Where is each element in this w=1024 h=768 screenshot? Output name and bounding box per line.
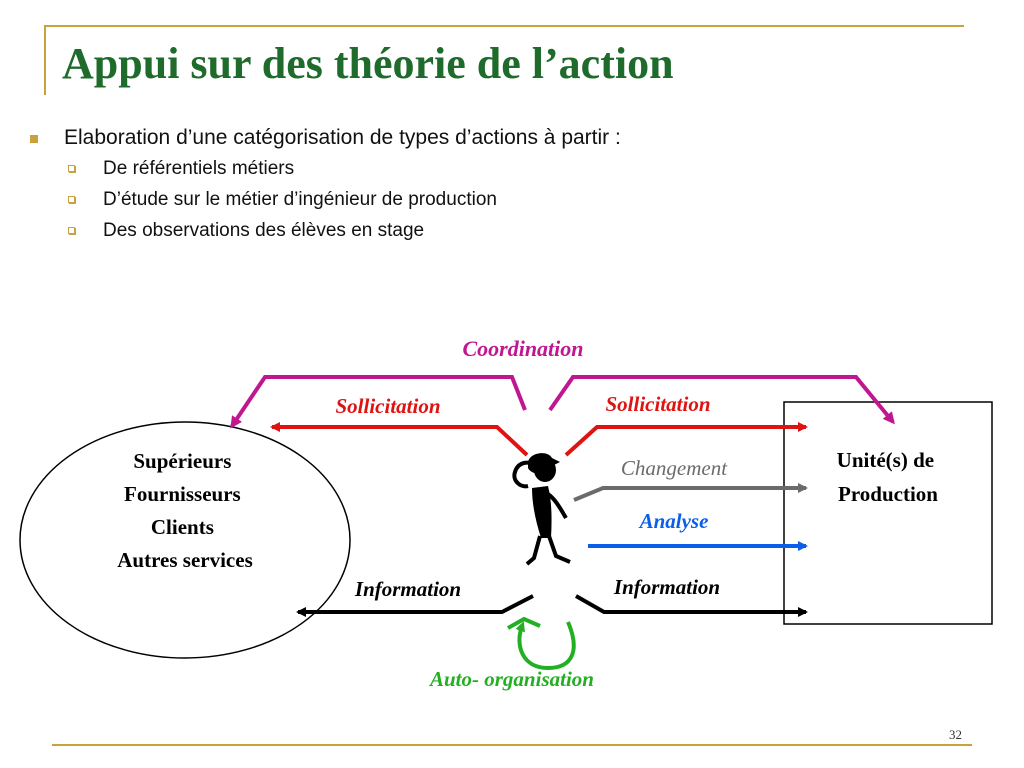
thinking-person-icon bbox=[512, 453, 571, 566]
auto-organisation-loop-arrow bbox=[515, 621, 576, 671]
information-arrow-left bbox=[296, 594, 534, 617]
auto-organisation-label: Auto- organisation bbox=[428, 667, 594, 691]
right-entity-line: Unité(s) de bbox=[837, 448, 934, 472]
hollow-square-bullet-icon bbox=[68, 227, 75, 234]
hollow-square-bullet-icon bbox=[68, 196, 75, 203]
sub-bullet-text: Des observations des élèves en stage bbox=[103, 220, 425, 241]
coordination-arrow-right bbox=[548, 375, 895, 425]
sub-bullet-text: D’étude sur le métier d’ingénieur de pro… bbox=[103, 189, 497, 210]
changement-arrow bbox=[573, 483, 808, 502]
left-entity-line: Fournisseurs bbox=[124, 482, 241, 506]
bullet-main-text: Elaboration d’une catégorisation de type… bbox=[64, 126, 621, 149]
square-bullet-icon bbox=[30, 135, 38, 143]
hollow-square-bullet-icon bbox=[68, 165, 75, 172]
slide-number: 32 bbox=[949, 727, 962, 742]
auto-organisation-arrowhead-icon bbox=[507, 616, 541, 630]
sub-bullet-list: De référentiels métiers D’étude sur le m… bbox=[30, 154, 930, 245]
right-entity-label: Unité(s) de Production bbox=[837, 448, 940, 506]
sub-bullet-text: De référentiels métiers bbox=[103, 158, 295, 179]
bullet-main-item: Elaboration d’une catégorisation de type… bbox=[30, 126, 930, 150]
coordination-arrow-left bbox=[230, 375, 527, 429]
information-label-right: Information bbox=[613, 575, 720, 599]
changement-label: Changement bbox=[621, 456, 728, 480]
sub-bullet-item: Des observations des élèves en stage bbox=[30, 216, 930, 245]
sollicitation-label-right: Sollicitation bbox=[605, 392, 710, 416]
coordination-label: Coordination bbox=[462, 336, 583, 361]
left-entity-label: Supérieurs Fournisseurs Clients Autres s… bbox=[117, 449, 253, 572]
left-entity-line: Autres services bbox=[117, 548, 253, 572]
left-entity-line: Clients bbox=[151, 515, 214, 539]
sub-bullet-item: De référentiels métiers bbox=[30, 154, 930, 183]
bullet-list: Elaboration d’une catégorisation de type… bbox=[30, 126, 930, 245]
left-entity-line: Supérieurs bbox=[133, 449, 231, 473]
right-entity-line: Production bbox=[838, 482, 938, 506]
left-entity-ellipse bbox=[19, 421, 351, 659]
sub-bullet-item: D’étude sur le métier d’ingénieur de pro… bbox=[30, 185, 930, 214]
information-arrow-right bbox=[575, 594, 808, 617]
sollicitation-arrow-right bbox=[564, 422, 808, 457]
information-label-left: Information bbox=[354, 577, 461, 601]
slide-title: Appui sur des théorie de l’action bbox=[62, 39, 674, 88]
sollicitation-arrow-left bbox=[270, 422, 529, 457]
frame-top-line bbox=[44, 25, 964, 27]
right-entity-box bbox=[783, 401, 993, 625]
frame-bottom-line bbox=[52, 744, 972, 746]
analyse-label: Analyse bbox=[638, 509, 709, 533]
frame-left-line bbox=[44, 25, 46, 95]
sollicitation-label-left: Sollicitation bbox=[335, 394, 440, 418]
